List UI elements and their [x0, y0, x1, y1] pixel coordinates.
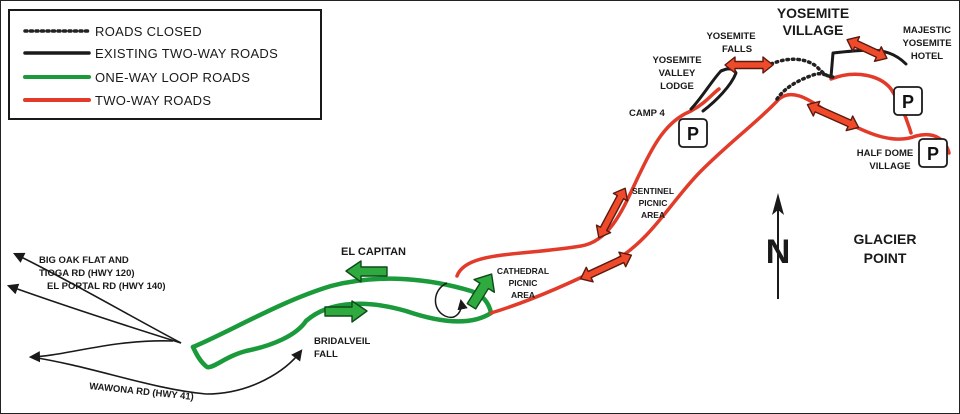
label-cathedral-2: PICNIC — [509, 278, 538, 288]
label-half-dome-1: HALF DOME — [857, 148, 913, 159]
label-glacier-point-2: POINT — [864, 250, 907, 266]
label-cathedral-1: CATHEDRAL — [497, 266, 549, 276]
arrow-bridalveil-eastbound — [324, 300, 368, 323]
label-el-capitan: EL CAPITAN — [341, 246, 406, 258]
label-majestic-1: MAJESTIC — [903, 25, 951, 36]
label-cathedral-3: AREA — [511, 290, 535, 300]
label-glacier-point-1: GLACIER — [854, 231, 917, 247]
label-lodge-3: LODGE — [660, 81, 694, 92]
label-sentinel-2: PICNIC — [639, 198, 668, 208]
arrow-majestic-hotel — [846, 35, 888, 63]
label-sentinel-3: AREA — [641, 210, 665, 220]
parking-yosemite-village: P — [893, 86, 923, 116]
road-el-portal — [6, 283, 182, 344]
legend-label-existing-two-way: EXISTING TWO-WAY ROADS — [95, 46, 278, 61]
one-way-loop — [190, 276, 494, 370]
label-majestic-2: YOSEMITE — [902, 38, 951, 49]
label-big-oak-flat-2: TIOGA RD (HWY 120) — [39, 268, 135, 279]
highway-connectors — [6, 252, 303, 395]
legend-label-one-way-loop: ONE-WAY LOOP ROADS — [95, 70, 250, 85]
arrow-cathedral-northbound — [466, 273, 496, 310]
road-village-to-half-dome — [829, 72, 913, 135]
two-way-arrows — [579, 35, 888, 283]
arrow-half-dome-connector — [806, 100, 860, 132]
u-turn-icon — [434, 282, 468, 318]
parking-camp4: P — [678, 118, 708, 148]
closed-roads — [769, 57, 835, 101]
arrow-yosemite-falls — [724, 56, 774, 74]
road-wawona-west — [28, 340, 174, 363]
legend: ROADS CLOSED EXISTING TWO-WAY ROADS ONE-… — [8, 9, 322, 120]
label-yosemite-falls-2: FALLS — [722, 44, 752, 55]
label-bridalveil-1: BRIDALVEIL — [314, 336, 370, 347]
legend-label-roads-closed: ROADS CLOSED — [95, 24, 202, 39]
closed-road-southside-connector — [775, 72, 833, 101]
svg-text:P: P — [927, 144, 939, 164]
label-el-portal: EL PORTAL RD (HWY 140) — [47, 281, 166, 292]
north-arrow-icon: N — [766, 193, 791, 299]
one-way-arrows — [324, 260, 496, 323]
label-half-dome-2: VILLAGE — [869, 161, 910, 172]
parking-half-dome-village: P — [918, 138, 948, 168]
label-big-oak-flat-1: BIG OAK FLAT AND — [39, 255, 129, 266]
road-big-oak-flat — [12, 252, 182, 344]
label-camp4: CAMP 4 — [629, 108, 665, 119]
label-sentinel-1: SENTINEL — [632, 186, 674, 196]
road-northside-to-lodge — [455, 87, 721, 278]
road-wawona-east — [205, 349, 303, 395]
svg-text:P: P — [902, 92, 914, 112]
label-yosemite-falls-1: YOSEMITE — [706, 31, 755, 42]
north-label: N — [766, 233, 791, 271]
arrow-el-capitan-westbound — [345, 260, 388, 283]
label-majestic-3: HOTEL — [911, 51, 943, 62]
label-yosemite-village-1: YOSEMITE — [777, 5, 849, 21]
label-lodge-1: YOSEMITE — [652, 55, 701, 66]
arrow-sentinel — [595, 187, 629, 239]
road-wawona-curve — [30, 356, 207, 395]
svg-text:P: P — [687, 124, 699, 144]
label-bridalveil-2: FALL — [314, 349, 338, 360]
road-southside — [489, 92, 951, 315]
loop-south-segment — [190, 301, 494, 370]
place-labels: YOSEMITE VILLAGE MAJESTIC YOSEMITE HOTEL… — [39, 5, 952, 403]
label-wawona: WAWONA RD (HWY 41) — [89, 381, 195, 403]
road-lodge-loop — [689, 67, 738, 113]
label-lodge-2: VALLEY — [659, 68, 696, 79]
label-yosemite-village-2: VILLAGE — [783, 22, 844, 38]
arrow-cathedral — [579, 251, 633, 283]
legend-label-two-way: TWO-WAY ROADS — [95, 93, 211, 108]
